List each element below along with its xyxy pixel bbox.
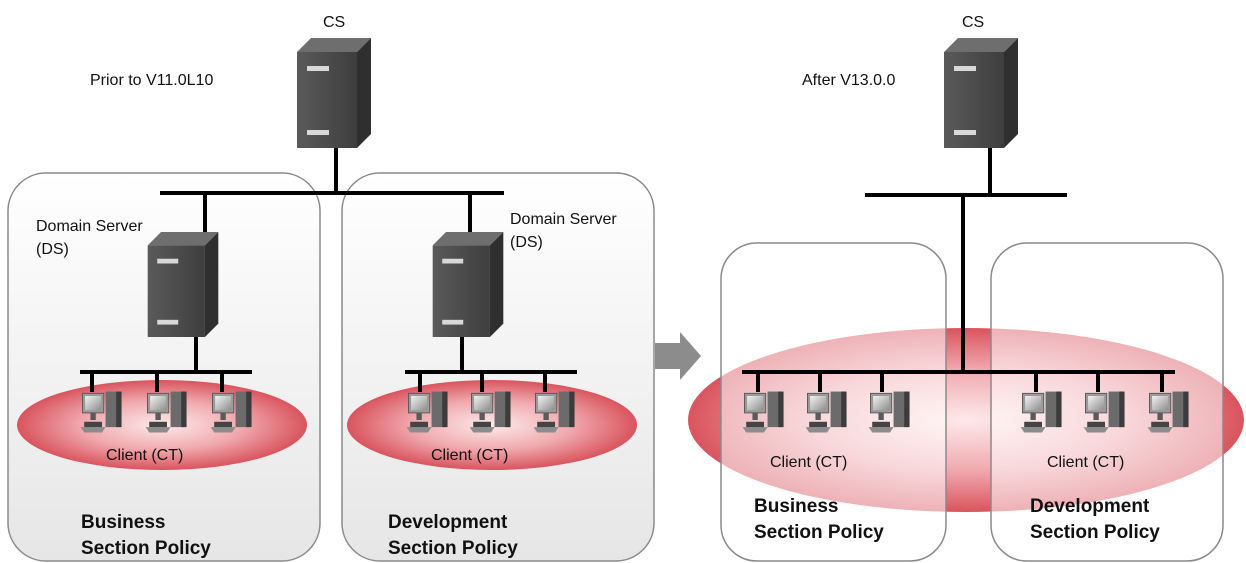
client-pc-icon	[210, 391, 253, 433]
server-icon	[297, 38, 371, 148]
client-label: Client (CT)	[431, 447, 508, 464]
client-pc-icon	[742, 391, 785, 433]
policy-label: Business	[754, 496, 838, 517]
development-policy-panel-left	[341, 172, 655, 562]
client-pc-icon	[533, 391, 576, 433]
policy-label: Development	[388, 512, 508, 533]
server-icon	[147, 232, 219, 337]
version-label: Prior to V11.0L10	[90, 72, 213, 89]
client-pc-icon	[406, 391, 449, 433]
domain-server-label: (DS)	[36, 241, 69, 258]
client-label: Client (CT)	[106, 447, 183, 464]
client-pc-icon	[868, 391, 911, 433]
client-pc-icon	[145, 391, 188, 433]
domain-server-label: Domain Server	[510, 211, 617, 228]
policy-label: Section Policy	[388, 538, 518, 559]
cs-label: CS	[323, 14, 345, 31]
policy-label: Section Policy	[81, 538, 211, 559]
client-pc-icon	[805, 391, 848, 433]
client-pc-icon	[1020, 391, 1063, 433]
server-icon	[432, 232, 504, 337]
network-lines-right	[742, 140, 1175, 392]
client-pc-icon	[80, 391, 123, 433]
client-label: Client (CT)	[1047, 454, 1124, 471]
domain-server-label: (DS)	[510, 234, 543, 251]
policy-label: Section Policy	[754, 522, 884, 543]
policy-label: Business	[81, 512, 165, 533]
client-pc-icon	[469, 391, 512, 433]
client-pc-icon	[1083, 391, 1126, 433]
client-label: Client (CT)	[770, 454, 847, 471]
client-pc-icon	[1147, 391, 1190, 433]
business-policy-panel-left	[7, 172, 321, 562]
cs-label: CS	[962, 14, 984, 31]
domain-server-label: Domain Server	[36, 218, 143, 235]
version-label: After V13.0.0	[802, 72, 895, 89]
network-lines-left	[80, 140, 577, 392]
right-arrow	[655, 332, 701, 380]
policy-label: Section Policy	[1030, 522, 1160, 543]
server-icon	[944, 38, 1018, 148]
policy-label: Development	[1030, 496, 1150, 517]
